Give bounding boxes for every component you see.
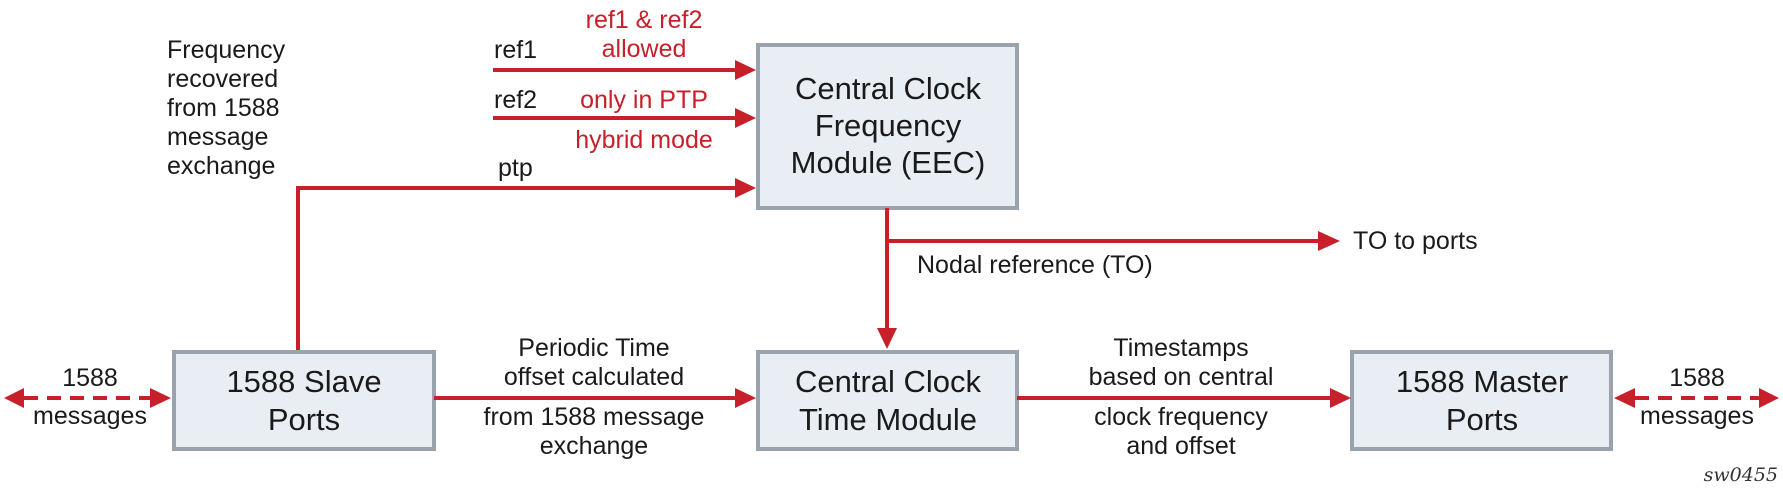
left-messages-line-2: messages [33,402,147,430]
ptp-hybrid-line-2: hybrid mode [575,126,713,154]
central-time-line-2: Time Module [799,402,977,437]
ref1-arrow [493,60,756,80]
left-1588-messages-dashed-arrow [4,388,171,408]
nodal-reference-label: Nodal reference (TO) [917,251,1153,279]
right-messages-line-2: messages [1640,402,1754,430]
time-module-to-master-arrow [1017,388,1351,408]
periodic-time-offset-label: Periodic Time offset calculated from 158… [484,334,705,460]
to-ports-label: TO to ports [1353,227,1478,255]
timestamps-line-4: and offset [1126,432,1235,460]
right-messages-line-1: 1588 [1669,364,1725,392]
freq-recovered-line-3: from 1588 [167,94,280,122]
ref-allowed-line-1: ref1 & ref2 [586,6,703,34]
central-time-line-1: Central Clock [795,364,982,399]
slave-to-time-module-arrow [434,388,756,408]
right-1588-messages-dashed-arrow [1614,388,1779,408]
periodic-time-line-3: from 1588 message [484,403,705,431]
ptp-hybrid-mode-note: only in PTP hybrid mode [575,86,713,154]
freq-recovered-line-4: message [167,123,268,151]
ptp-arrow [296,178,756,350]
ref2-label: ref2 [494,86,537,114]
ref-allowed-note: ref1 & ref2 allowed [586,6,703,63]
slave-ports-line-2: Ports [268,402,340,437]
nodal-reference-arrow [877,241,897,349]
freq-recovered-line-5: exchange [167,152,275,180]
ptp-label: ptp [498,154,533,182]
central-clock-frequency-module-box: Central Clock Frequency Module (EEC) [756,43,1019,210]
ref2-arrow [493,108,756,128]
figure-id-label: sw0455 [1704,464,1778,486]
left-messages-line-1: 1588 [62,364,118,392]
ref-allowed-line-2: allowed [602,35,687,63]
timestamps-line-2: based on central [1089,363,1274,391]
slave-ports-box: 1588 Slave Ports [172,350,436,451]
slave-ports-line-1: 1588 Slave [226,364,381,399]
right-1588-messages-label: 1588 messages [1640,364,1754,430]
periodic-time-line-2: offset calculated [504,363,684,391]
ref1-label: ref1 [494,36,537,64]
frequency-recovered-label: Frequency recovered from 1588 message ex… [167,36,286,180]
timestamps-label: Timestamps based on central clock freque… [1089,334,1274,460]
central-freq-line-1: Central Clock [795,71,982,106]
left-1588-messages-label: 1588 messages [33,364,147,430]
central-freq-line-2: Frequency [815,108,962,143]
periodic-time-line-1: Periodic Time [518,334,669,362]
periodic-time-line-4: exchange [540,432,648,460]
central-freq-line-3: Module (EEC) [791,145,986,180]
master-ports-line-1: 1588 Master [1396,364,1568,399]
master-ports-line-2: Ports [1446,402,1518,437]
ptp-hybrid-line-1: only in PTP [580,86,708,114]
freq-recovered-line-2: recovered [167,65,278,93]
timestamps-line-1: Timestamps [1113,334,1248,362]
central-clock-time-module-box: Central Clock Time Module [756,350,1019,451]
timestamps-line-3: clock frequency [1094,403,1268,431]
freq-recovered-line-1: Frequency [167,36,286,64]
master-ports-box: 1588 Master Ports [1350,350,1613,451]
to-ports-arrow [885,208,1340,251]
